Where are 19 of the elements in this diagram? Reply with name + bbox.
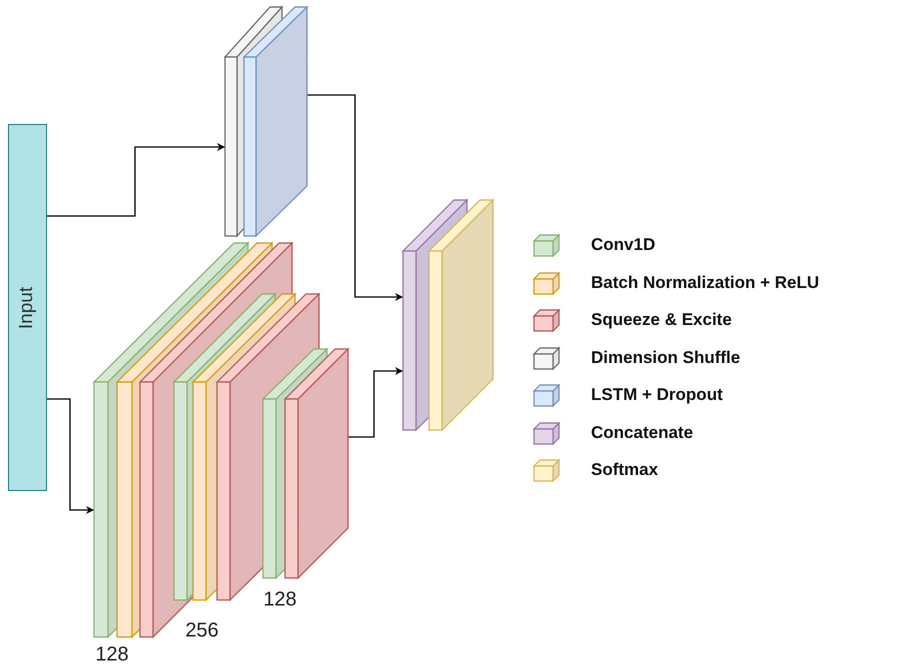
arrow [307,94,403,301]
block-label: Input [16,286,38,329]
arrow [348,367,403,438]
layer-slab [244,7,307,236]
legend-label: LSTM + Dropout [591,385,723,405]
layer-slab [429,200,493,430]
legend-label: Concatenate [591,422,694,442]
arrow [47,143,225,217]
filter-count: 256 [185,620,219,642]
legend-label: Softmax [591,460,658,480]
layer-slab [285,349,348,578]
arrow [47,398,94,514]
filter-count: 128 [263,588,297,612]
input-block [8,124,47,491]
legend-label: Squeeze & Excite [591,310,732,330]
legend-label: Conv1D [591,235,656,255]
filter-count: 128 [95,644,129,666]
legend-label: Batch Normalization + ReLU [591,272,820,292]
legend-label: Dimension Shuffle [591,348,740,368]
